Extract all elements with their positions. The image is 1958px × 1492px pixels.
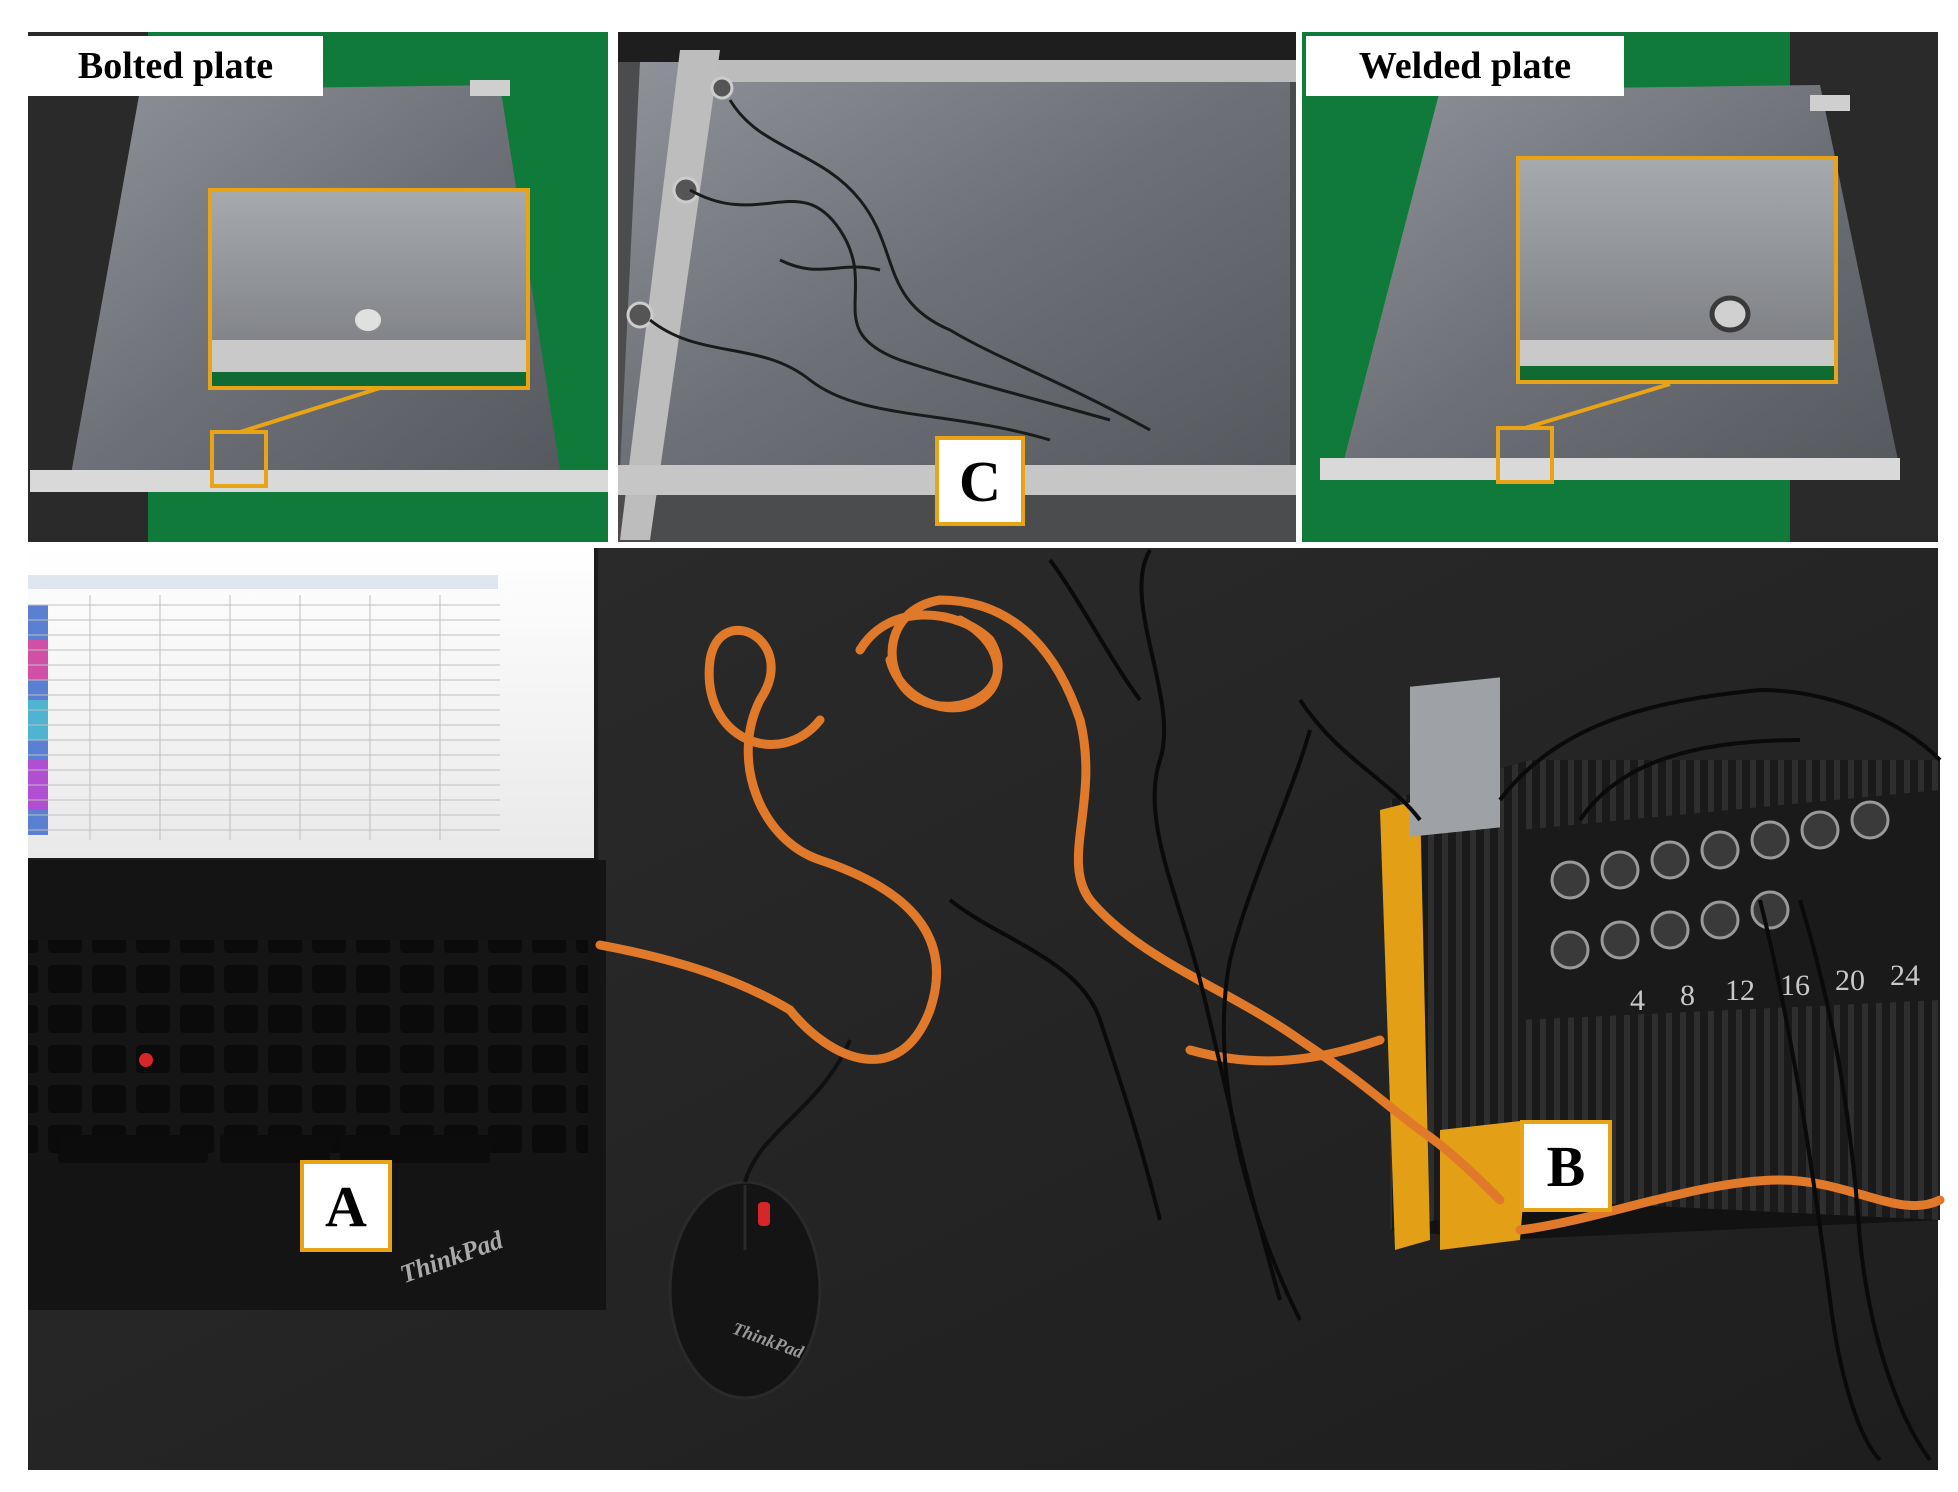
welded-plate-title: Welded plate	[1306, 36, 1624, 96]
label-c: C	[935, 436, 1025, 526]
desk-photo: ThinkPad ThinkPad 4	[28, 548, 1945, 1470]
welded-plate-photo	[1302, 32, 1938, 542]
port-number: 24	[1890, 959, 1920, 992]
laptop	[28, 548, 606, 1310]
mouse	[668, 1039, 852, 1400]
ethernet-cable	[595, 595, 1945, 1235]
device-port-numbers: 4 8 12 16 20 24	[1630, 959, 1920, 1017]
label-a: A	[300, 1160, 392, 1252]
port-number: 16	[1780, 969, 1810, 1002]
spreadsheet-on-screen	[28, 575, 500, 840]
port-number: 12	[1725, 974, 1755, 1007]
bolted-plate-photo	[28, 32, 610, 542]
trackpoint	[139, 1053, 153, 1067]
bolt	[353, 307, 383, 333]
bolted-plate-callout	[208, 188, 530, 488]
port-number: 20	[1835, 964, 1865, 997]
bolted-plate-title: Bolted plate	[28, 36, 323, 96]
sensor-cables	[948, 548, 1942, 1462]
weld-spot	[1709, 295, 1751, 333]
welded-plate-callout	[1496, 156, 1838, 484]
port-number: 4	[1630, 984, 1645, 1017]
port-number: 8	[1680, 979, 1695, 1012]
label-b: B	[1520, 1120, 1612, 1212]
